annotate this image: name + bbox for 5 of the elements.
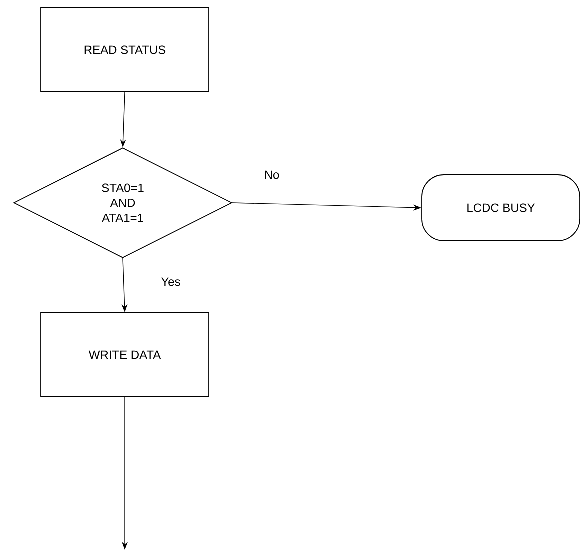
process-box: READ STATUS xyxy=(40,8,210,92)
process-box: WRITE DATA xyxy=(40,312,210,398)
edge-label: Yes xyxy=(160,276,182,288)
terminal-box: LCDC BUSY xyxy=(422,174,580,242)
edge-label: No xyxy=(263,170,281,180)
